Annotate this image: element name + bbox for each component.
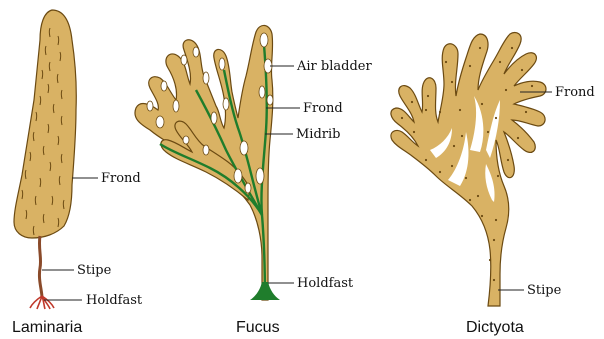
fucus-air-bladder	[147, 101, 153, 111]
fucus-air-bladder	[203, 145, 209, 155]
fucus-label-frond: Frond	[303, 101, 343, 116]
dictyota-dot	[427, 95, 429, 97]
laminaria-holdfast	[30, 296, 54, 309]
dictyota-dot	[495, 219, 497, 221]
fucus-air-bladder	[240, 141, 248, 155]
fucus-name: Fucus	[236, 319, 280, 336]
fucus-holdfast	[250, 282, 280, 300]
fucus-air-bladder	[181, 55, 187, 65]
dictyota-dot	[477, 195, 479, 197]
fucus-air-bladder	[193, 47, 199, 57]
dictyota-dot	[451, 165, 453, 167]
dictyota-dot	[479, 47, 481, 49]
dictyota-dot	[505, 89, 507, 91]
dictyota-label-frond: Frond	[555, 85, 595, 100]
dictyota-dot	[445, 61, 447, 63]
dictyota-dot	[525, 111, 527, 113]
dictyota-dot	[489, 259, 491, 261]
fucus-air-bladder	[256, 168, 264, 184]
dictyota-dot	[481, 103, 483, 105]
laminaria-frond	[14, 10, 76, 238]
dictyota-dot	[413, 131, 415, 133]
dictyota-dot	[517, 137, 519, 139]
laminaria-name: Laminaria	[12, 319, 82, 336]
fucus-label-air-bladder: Air bladder	[296, 59, 372, 74]
dictyota-dot	[401, 117, 403, 119]
laminaria-stipe	[39, 236, 42, 298]
fucus-air-bladder	[173, 100, 179, 112]
fucus-label-midrib: Midrib	[296, 127, 340, 142]
dictyota-dot	[439, 111, 441, 113]
fucus-air-bladder	[267, 95, 273, 105]
laminaria-label-holdfast: Holdfast	[86, 293, 143, 308]
dictyota-specimen	[391, 32, 546, 306]
dictyota-frond	[391, 32, 546, 306]
dictyota-dot	[469, 199, 471, 201]
fucus-air-bladder	[183, 136, 189, 144]
fucus-air-bladder	[245, 183, 251, 193]
dictyota-dot	[521, 69, 523, 71]
dictyota-dot	[411, 101, 413, 103]
dictyota-dot	[497, 175, 499, 177]
fucus-air-bladder	[156, 116, 164, 128]
dictyota-dot	[425, 109, 427, 111]
dictyota-dot	[531, 85, 533, 87]
dictyota-dot	[465, 177, 467, 179]
dictyota-dot	[451, 81, 453, 83]
dictyota-dot	[425, 159, 427, 161]
fucus-air-bladder	[234, 169, 242, 183]
dictyota-dot	[469, 65, 471, 67]
dictyota-dot	[495, 117, 497, 119]
fucus-air-bladder	[259, 86, 265, 98]
fucus-air-bladder	[223, 98, 229, 110]
laminaria-label-stipe: Stipe	[77, 263, 112, 278]
fucus-specimen	[135, 25, 280, 300]
fucus-label-holdfast: Holdfast	[297, 276, 354, 291]
dictyota-label-stipe: Stipe	[527, 283, 562, 298]
dictyota-dot	[487, 131, 489, 133]
fucus-air-bladder	[203, 72, 209, 84]
dictyota-name: Dictyota	[466, 319, 524, 336]
dictyota-dot	[511, 47, 513, 49]
dictyota-dot	[493, 279, 495, 281]
fucus-air-bladder	[260, 33, 268, 47]
fucus-air-bladder	[219, 58, 225, 70]
laminaria-specimen	[14, 10, 76, 309]
dictyota-dot	[453, 145, 455, 147]
dictyota-dot	[439, 171, 441, 173]
dictyota-dot	[493, 239, 495, 241]
fucus-air-bladder	[211, 112, 217, 124]
dictyota-dot	[461, 135, 463, 137]
dictyota-dot	[481, 215, 483, 217]
dictyota-dot	[499, 61, 501, 63]
laminaria-label-frond: Frond	[101, 171, 141, 186]
dictyota-dot	[459, 109, 461, 111]
dictyota-dot	[507, 159, 509, 161]
fucus-air-bladder	[161, 81, 167, 91]
